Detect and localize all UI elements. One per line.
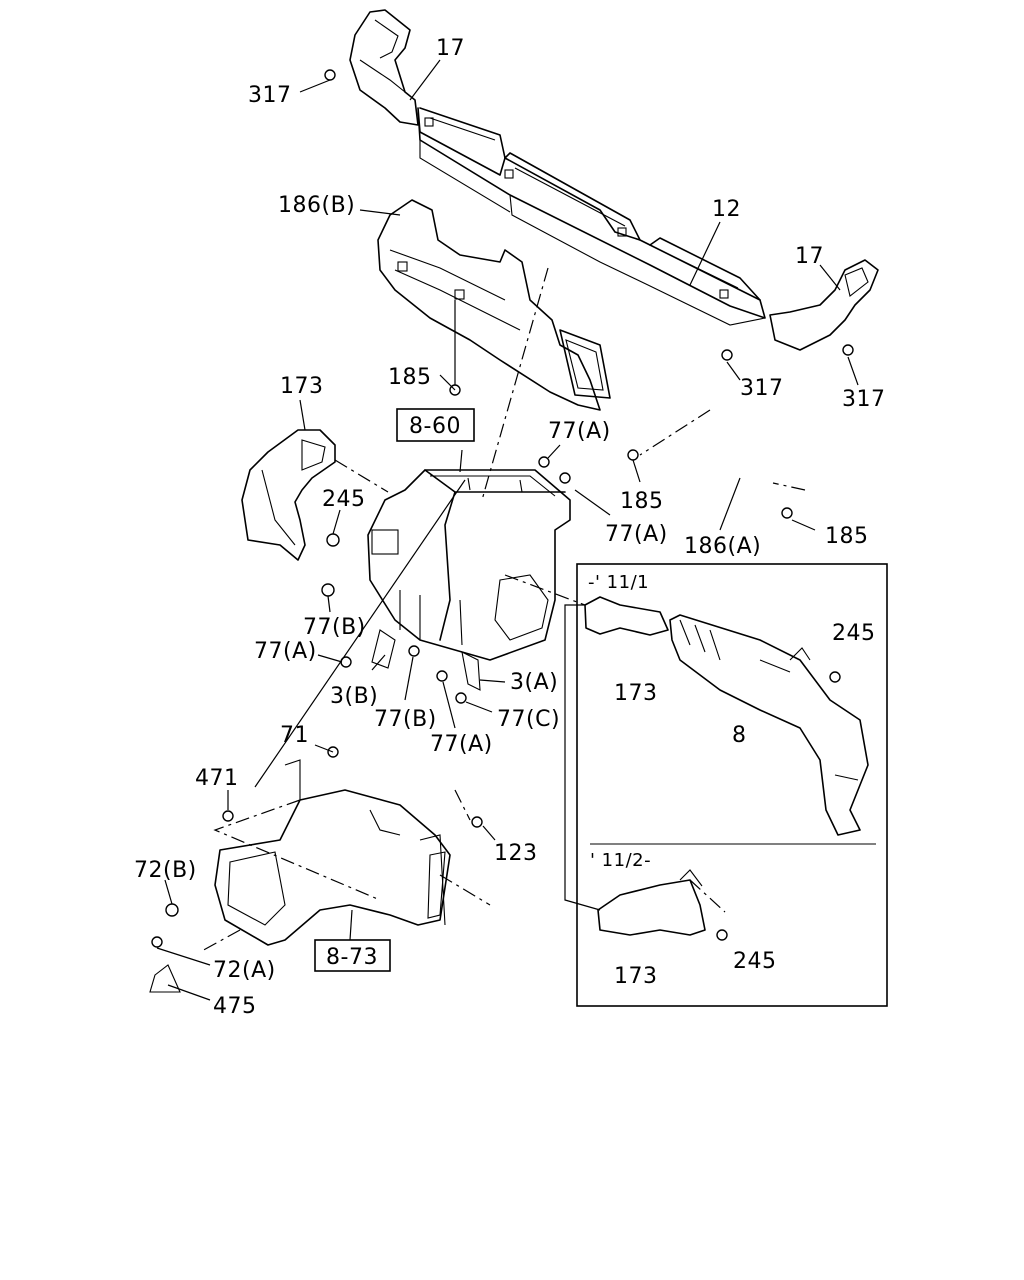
- callout-245-inset-early: 245: [832, 621, 876, 646]
- callout-72b: 72(B): [134, 858, 197, 883]
- defroster-duct-12: [417, 107, 766, 326]
- side-duct-173: [241, 429, 336, 561]
- callout-245-inset-late: 245: [733, 949, 777, 974]
- callout-475: 475: [213, 994, 257, 1019]
- callout-186a: 186(A): [684, 534, 761, 559]
- callout-77b-left: 77(B): [303, 615, 366, 640]
- callout-8: 8: [732, 723, 747, 748]
- callout-17-right: 17: [795, 244, 824, 269]
- callout-72a: 72(A): [213, 958, 276, 983]
- reference-8-73: 8-73: [326, 945, 378, 970]
- inset-frame: [564, 563, 888, 1007]
- callout-471: 471: [195, 766, 239, 791]
- inset-period-early: -' 11/1: [588, 572, 649, 593]
- callout-245-left: 245: [322, 487, 366, 512]
- callout-185-right: 185: [825, 524, 869, 549]
- callout-12: 12: [712, 197, 741, 222]
- callout-317-mid: 317: [740, 376, 784, 401]
- callout-17-top: 17: [436, 36, 465, 61]
- callout-77b-bottom: 77(B): [374, 707, 437, 732]
- callout-317-right: 317: [842, 387, 886, 412]
- callout-186b: 186(B): [278, 193, 355, 218]
- leader-lines: [156, 59, 859, 1001]
- heater-unit: [367, 469, 571, 661]
- end-piece-17-right: [769, 259, 879, 351]
- fasteners: [149, 69, 854, 993]
- assembly-lines: [199, 267, 806, 953]
- callout-185-mid: 185: [620, 489, 664, 514]
- end-piece-17-left: [349, 9, 419, 126]
- callout-3b: 3(B): [330, 684, 378, 709]
- callout-173-top: 173: [280, 374, 324, 399]
- callout-173-inset-late: 173: [614, 964, 658, 989]
- callout-77c: 77(C): [497, 707, 560, 732]
- callout-71: 71: [280, 723, 309, 748]
- callout-77a-mid: 77(A): [605, 522, 668, 547]
- callout-317-top-left: 317: [248, 83, 292, 108]
- reference-box-8-60: 8-60: [396, 408, 475, 442]
- lower-duct: [214, 759, 451, 946]
- callout-123: 123: [494, 841, 538, 866]
- callout-77a-left: 77(A): [254, 639, 317, 664]
- callout-labels: 317 17 186(B) 12 17 185 317 317 173 245 …: [134, 36, 886, 1019]
- duct-186b: [377, 199, 611, 411]
- reference-box-8-73: 8-73: [314, 939, 391, 972]
- callout-185-left: 185: [388, 365, 432, 390]
- callout-77a-bottom: 77(A): [430, 732, 493, 757]
- reference-8-60: 8-60: [409, 414, 461, 439]
- callout-77a-top: 77(A): [548, 419, 611, 444]
- callout-173-inset-early: 173: [614, 681, 658, 706]
- callout-3a: 3(A): [510, 670, 558, 695]
- inset-period-late: ' 11/2-: [590, 850, 651, 871]
